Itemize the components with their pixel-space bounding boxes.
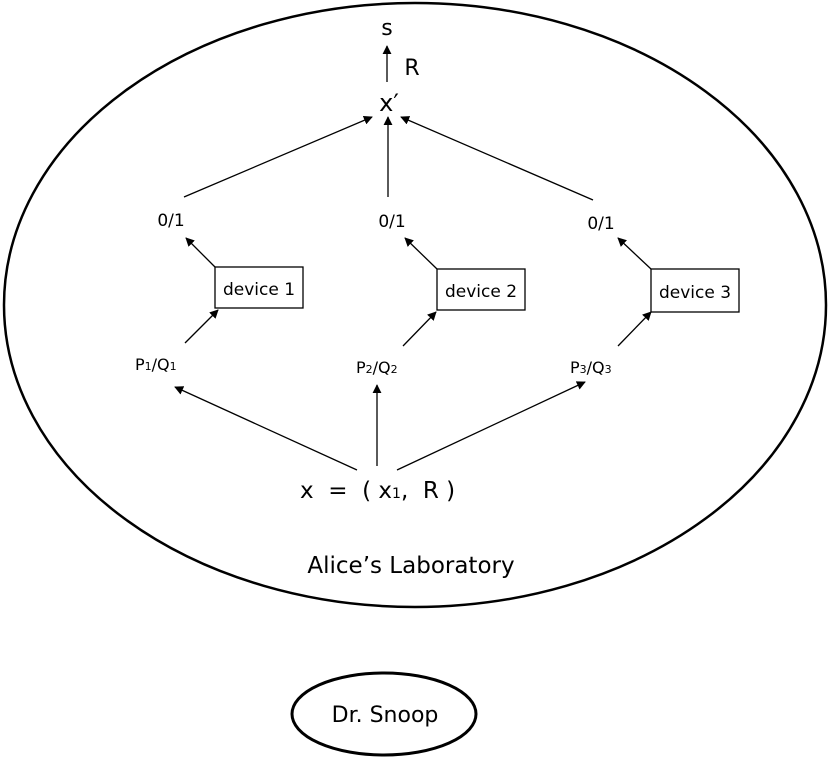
device-2-label: device 2 — [445, 282, 517, 302]
arrow-device2-to-output — [404, 237, 438, 270]
alice-laboratory-label: Alice’s Laboratory — [307, 553, 514, 579]
arrow-x-to-pq3 — [396, 381, 586, 471]
alice-laboratory-ellipse — [2, 1, 828, 609]
device-3-box — [650, 268, 740, 313]
arrow-x-to-pq1 — [174, 386, 358, 471]
device2-output-label: 0/1 — [378, 212, 405, 232]
r-label-top: R — [404, 56, 419, 81]
device1-output-label: 0/1 — [157, 211, 184, 231]
p1-q1-label: P1/Q1 — [135, 355, 177, 374]
arrow-out1-to-xprime — [183, 116, 373, 198]
arrow-pq2-to-device2 — [402, 311, 437, 347]
arrow-out3-to-xprime — [400, 116, 594, 201]
x-equation-label: x = ( x1, R ) — [300, 478, 455, 504]
p2-q2-label: P2/Q2 — [356, 358, 398, 377]
device-1-box — [214, 266, 304, 309]
arrow-device1-to-output — [185, 237, 216, 268]
device-2-box — [436, 268, 526, 311]
p3-q3-label: P3/Q3 — [570, 358, 612, 377]
device-3-label: device 3 — [659, 283, 731, 303]
dr-snoop-label: Dr. Snoop — [332, 703, 439, 728]
s-label: s — [381, 16, 392, 41]
device3-output-label: 0/1 — [587, 214, 614, 234]
arrow-device3-to-output — [617, 237, 652, 270]
x-prime-label: x′ — [379, 89, 399, 117]
device-1-label: device 1 — [223, 280, 295, 300]
arrow-pq3-to-device3 — [617, 311, 652, 347]
dr-snoop-ellipse — [290, 671, 478, 757]
arrow-pq1-to-device1 — [184, 309, 219, 344]
